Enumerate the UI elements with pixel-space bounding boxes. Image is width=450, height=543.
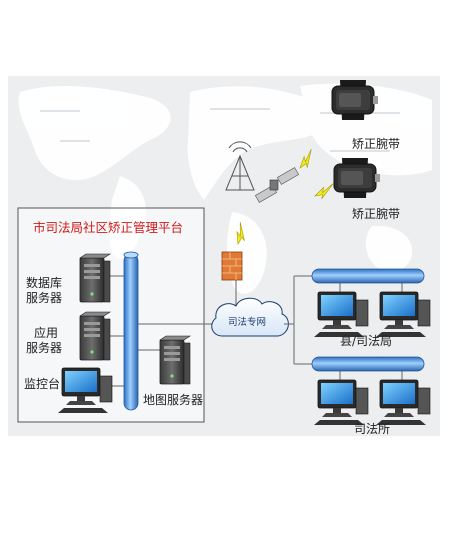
database-server: 数据库 服务器 — [26, 253, 111, 305]
office-links — [284, 275, 403, 380]
application-server: 应用 服务器 — [26, 311, 111, 361]
application-server-icon — [79, 311, 111, 361]
county-bus-pipe — [311, 268, 425, 284]
database-server-label-1: 数据库 — [26, 275, 62, 290]
wristband-2-label: 矫正腕带 — [352, 206, 400, 221]
judicial-network-cloud: 司法专网 — [211, 297, 289, 337]
monitor-console-label: 监控台 — [24, 376, 60, 391]
cell-tower-icon — [225, 141, 255, 191]
county-bureau: 县/司法局 — [311, 268, 431, 348]
platform-title: 市司法局社区矫正管理平台 — [33, 220, 183, 235]
application-server-label-2: 服务器 — [26, 340, 62, 355]
judicial-station: 司法所 — [311, 356, 431, 436]
satellite-icon — [254, 167, 300, 203]
map-server-label: 地图服务器 — [143, 392, 203, 407]
monitor-console: 监控台 — [24, 367, 113, 414]
map-server-icon — [159, 335, 191, 385]
wristband-1: 矫正腕带 — [331, 79, 400, 151]
firewall — [221, 251, 243, 316]
county-bureau-label: 县/司法局 — [340, 334, 392, 348]
database-server-icon — [79, 253, 111, 303]
station-bus-pipe — [311, 356, 425, 372]
application-server-label-1: 应用 — [34, 325, 58, 340]
cloud-label: 司法专网 — [228, 316, 266, 328]
map-server: 地图服务器 — [143, 335, 203, 407]
firewall-icon — [221, 251, 243, 281]
network-bus-pipe — [123, 251, 139, 411]
wristband-1-label: 矫正腕带 — [352, 136, 400, 151]
wristband-2: 矫正腕带 — [333, 157, 400, 221]
judicial-station-label: 司法所 — [354, 422, 390, 436]
database-server-label-2: 服务器 — [26, 290, 62, 305]
